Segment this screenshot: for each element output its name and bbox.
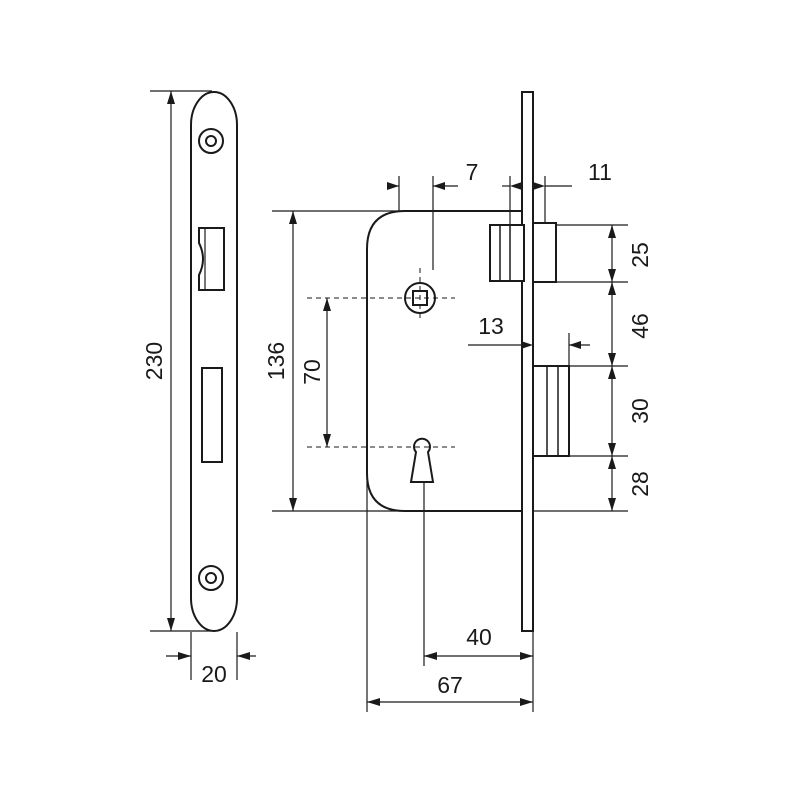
dim-40-label: 40 — [466, 624, 492, 650]
lock-body-view — [366, 91, 570, 632]
dim-bolt-to-bottom: 28 — [608, 456, 653, 511]
latch — [489, 222, 557, 283]
dim-latch-height: 25 — [608, 225, 653, 282]
dim-backset: 40 — [424, 624, 533, 660]
dim-13-label: 13 — [478, 313, 504, 339]
dim-230-label: 230 — [141, 342, 167, 380]
dim-latch-to-bolt: 46 — [608, 282, 653, 366]
dim-handle-to-key: 70 — [299, 298, 331, 447]
dim-67-label: 67 — [437, 672, 463, 698]
centre-lines — [307, 176, 546, 712]
dim-bolt-projection: 13 — [468, 313, 590, 366]
dim-46-label: 46 — [627, 313, 653, 339]
front-plate — [521, 91, 534, 632]
dim-spindle-square: 7 — [387, 159, 478, 190]
dim-28-label: 28 — [627, 471, 653, 497]
keyhole-icon — [409, 437, 435, 483]
dim-faceplate-thickness: 11 — [502, 159, 612, 190]
dim-20-label: 20 — [201, 661, 227, 687]
dim-faceplate-width: 20 — [166, 632, 256, 687]
dim-faceplate-height: 230 — [141, 90, 212, 632]
dim-70-label: 70 — [299, 359, 325, 385]
bolt — [532, 365, 570, 457]
dim-11-label: 11 — [588, 159, 612, 185]
bolt-opening — [201, 367, 223, 463]
dim-7-label: 7 — [466, 159, 479, 185]
faceplate-view — [190, 91, 238, 632]
dim-bolt-height: 30 — [608, 366, 653, 456]
dim-case-depth: 67 — [367, 672, 533, 706]
dim-25-label: 25 — [627, 242, 653, 268]
faceplate-screw-top-icon — [198, 128, 224, 154]
dim-30-label: 30 — [627, 398, 653, 424]
faceplate-screw-bottom-icon — [198, 565, 224, 591]
dim-136-label: 136 — [263, 342, 289, 380]
dim-case-height: 136 — [263, 210, 405, 512]
latch-opening-icon — [198, 227, 225, 291]
faceplate-outline — [190, 91, 238, 632]
